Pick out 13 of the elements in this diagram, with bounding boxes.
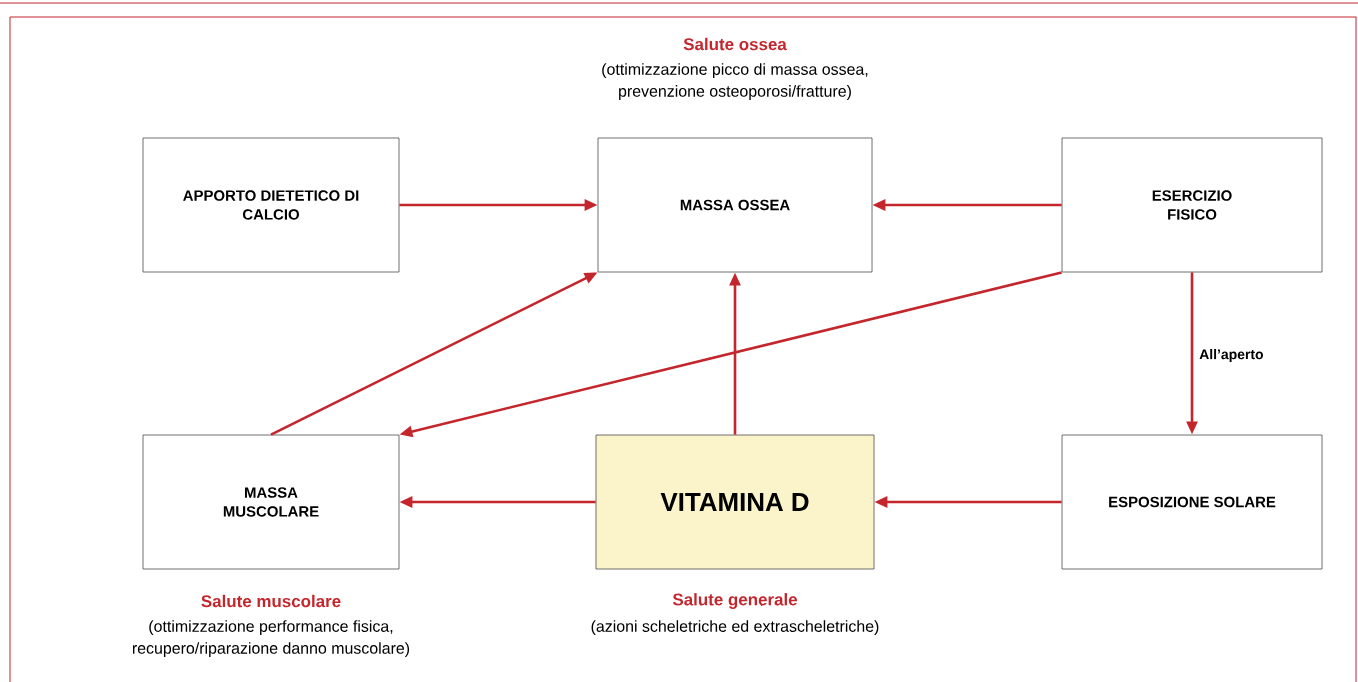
section-heading: Salute muscolare (201, 594, 341, 608)
process-box: MASSA MUSCOLARE (142, 434, 400, 570)
section-heading: Salute generale (672, 593, 797, 609)
description-text: (ottimizzazione picco di massa ossea, prevenzione osteoporosi/fratture) (602, 63, 868, 100)
description-text: (ottimizzazione performance fisica, recupero/riparazione danno muscolare) (132, 620, 410, 657)
process-box: ESERCIZIO FISICO (1061, 137, 1323, 273)
description-text: (azioni scheletriche ed extrascheletriche) (591, 620, 879, 636)
process-box: APPORTO DIETETICO DI CALCIO (142, 137, 400, 273)
section-heading: Salute ossea (683, 37, 787, 51)
edge-label: All’aperto (1199, 349, 1263, 362)
process-box: ESPOSIZIONE SOLARE (1061, 434, 1323, 570)
process-box: MASSA OSSEA (597, 137, 873, 273)
highlight-box: VITAMINA D (595, 434, 875, 570)
